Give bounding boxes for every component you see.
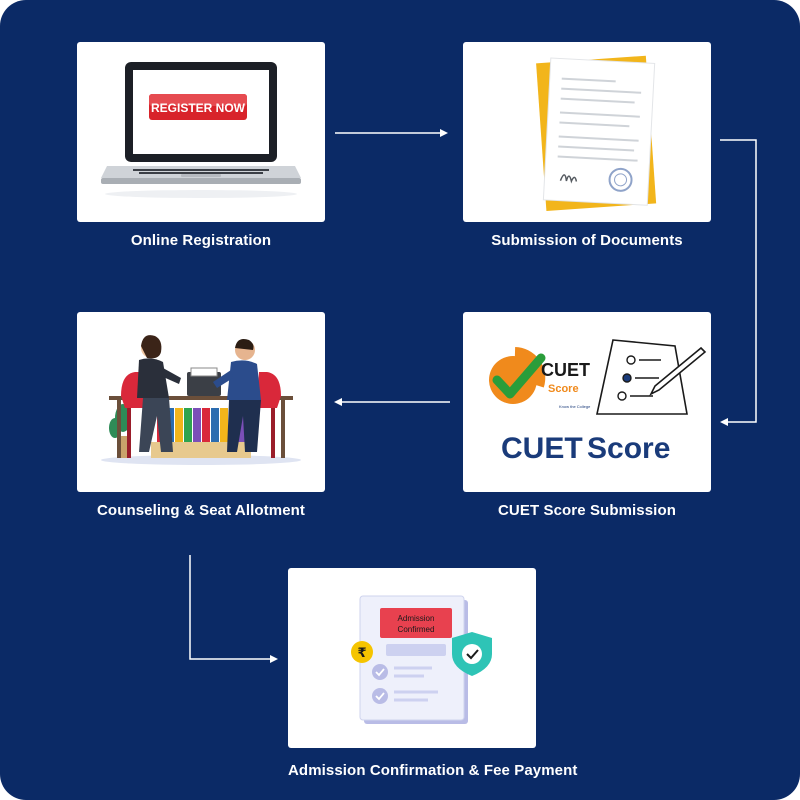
counseling-seat-allotment-card [77,312,325,492]
rupee-symbol: ₹ [357,646,366,661]
document-icon [536,55,657,212]
laptop-icon: REGISTER NOW [101,62,301,198]
cuet-big-title-a: CUET [501,432,583,465]
badge-line2: Confirmed [398,625,435,634]
cuet-logo-sub: Score [548,383,579,395]
register-now-text: REGISTER NOW [151,101,246,115]
online-registration-caption: Online Registration [130,232,272,249]
arrow-documents-to-cuet [720,139,757,426]
submission-of-documents-card [463,42,711,222]
submission-of-documents-caption: Submission of Documents [491,232,683,249]
admission-confirmation-card: Admission Confirmed ₹ [288,568,536,748]
cuet-score-submission-card: CUET Score Know the College CUET Score [463,312,711,492]
badge-line1: Admission [398,614,435,623]
counseling-illustration-icon [101,335,301,465]
cuet-score-illustration: CUET Score Know the College CUET Score [489,339,707,465]
cuet-big-title-b: Score [587,432,670,465]
shield-check-icon [452,632,492,676]
cuet-logo-title: CUET [541,360,590,380]
counseling-seat-allotment-caption: Counseling & Seat Allotment [97,502,305,519]
online-registration-card: REGISTER NOW [77,42,325,222]
cuet-logo-icon: CUET Score Know the College [489,347,591,409]
admission-sheet-icon: Admission Confirmed ₹ [351,595,492,724]
answer-sheet-icon [596,339,707,415]
admission-confirmation-caption: Admission Confirmation & Fee Payment [288,762,578,779]
arrow-counseling-to-admission [189,555,278,663]
rupee-coin-icon: ₹ [351,641,373,663]
cuet-score-submission-caption: CUET Score Submission [498,502,676,519]
cuet-logo-tiny: Know the College [559,404,591,409]
